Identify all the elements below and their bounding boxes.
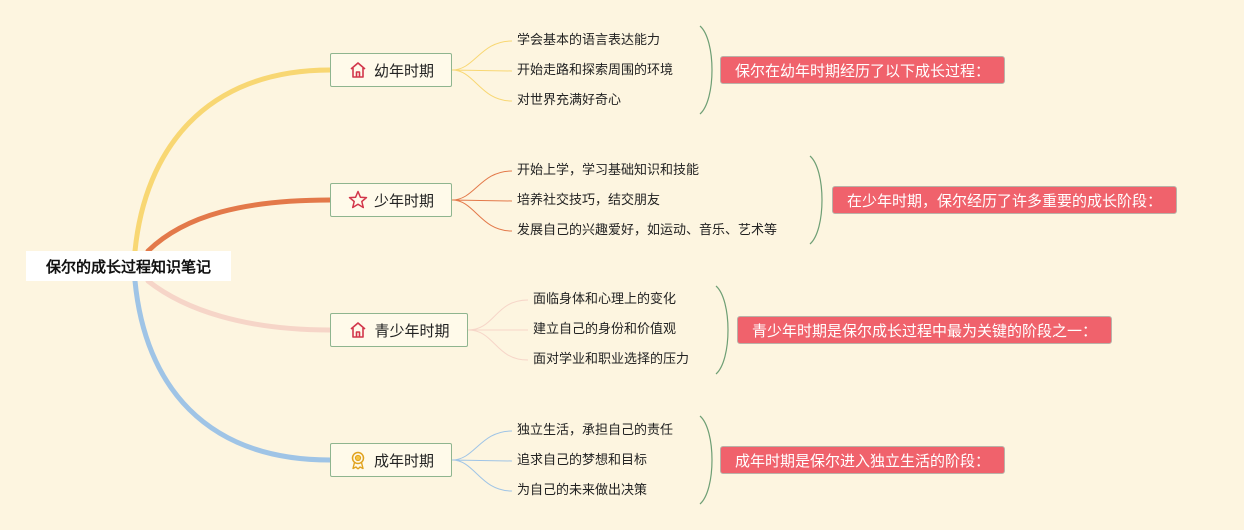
leaf-item[interactable]: 对世界充满好奇心 xyxy=(517,93,622,108)
summary-bracket-4 xyxy=(699,415,713,505)
leaf-item[interactable]: 开始走路和探索周围的环境 xyxy=(517,63,674,78)
branch-label: 成年时期 xyxy=(373,451,434,470)
link-branch-3-leaves xyxy=(467,299,529,361)
branch-label: 青少年时期 xyxy=(374,321,450,340)
branch-early-childhood[interactable]: 幼年时期 xyxy=(330,53,452,87)
leaf-item[interactable]: 独立生活，承担自己的责任 xyxy=(517,423,674,438)
link-root-branch-3 xyxy=(145,278,333,333)
leaf-item[interactable]: 发展自己的兴趣爱好，如运动、音乐、艺术等 xyxy=(517,223,778,238)
summary-bracket-3 xyxy=(715,285,729,375)
link-root-branch-2 xyxy=(145,197,333,254)
summary-early-childhood[interactable]: 保尔在幼年时期经历了以下成长过程： xyxy=(720,56,1006,84)
summary-adulthood[interactable]: 成年时期是保尔进入独立生活的阶段： xyxy=(720,446,1006,474)
branch-label: 少年时期 xyxy=(373,191,434,210)
leaf-item[interactable]: 建立自己的身份和价值观 xyxy=(533,322,677,337)
star-icon xyxy=(348,190,368,209)
summary-bracket-1 xyxy=(699,25,713,115)
link-branch-4-leaves xyxy=(451,430,513,492)
house-icon xyxy=(350,322,367,338)
link-branch-1-leaves xyxy=(451,40,513,102)
branch-label: 幼年时期 xyxy=(373,61,434,80)
leaf-item[interactable]: 为自己的未来做出决策 xyxy=(517,483,648,498)
leaf-item[interactable]: 培养社交技巧，结交朋友 xyxy=(517,193,661,208)
leaf-item[interactable]: 面临身体和心理上的变化 xyxy=(533,292,677,307)
branch-childhood[interactable]: 少年时期 xyxy=(330,183,452,217)
summary-childhood[interactable]: 在少年时期，保尔经历了许多重要的成长阶段： xyxy=(832,186,1178,214)
leaf-item[interactable]: 学会基本的语言表达能力 xyxy=(517,33,661,48)
link-root-branch-4 xyxy=(132,278,333,463)
medal-icon xyxy=(351,451,365,470)
leaf-item[interactable]: 追求自己的梦想和目标 xyxy=(517,453,648,468)
leaf-item[interactable]: 面对学业和职业选择的压力 xyxy=(533,352,690,367)
link-root-branch-1 xyxy=(132,67,333,254)
leaf-item[interactable]: 开始上学，学习基础知识和技能 xyxy=(517,163,700,178)
root-topic[interactable]: 保尔的成长过程知识笔记 xyxy=(26,251,231,281)
branch-adolescence[interactable]: 青少年时期 xyxy=(330,313,468,347)
summary-adolescence[interactable]: 青少年时期是保尔成长过程中最为关键的阶段之一： xyxy=(737,316,1113,344)
house-icon xyxy=(350,62,366,78)
branch-adulthood[interactable]: 成年时期 xyxy=(330,443,452,477)
link-branch-2-leaves xyxy=(451,170,513,232)
summary-bracket-2 xyxy=(809,155,823,245)
